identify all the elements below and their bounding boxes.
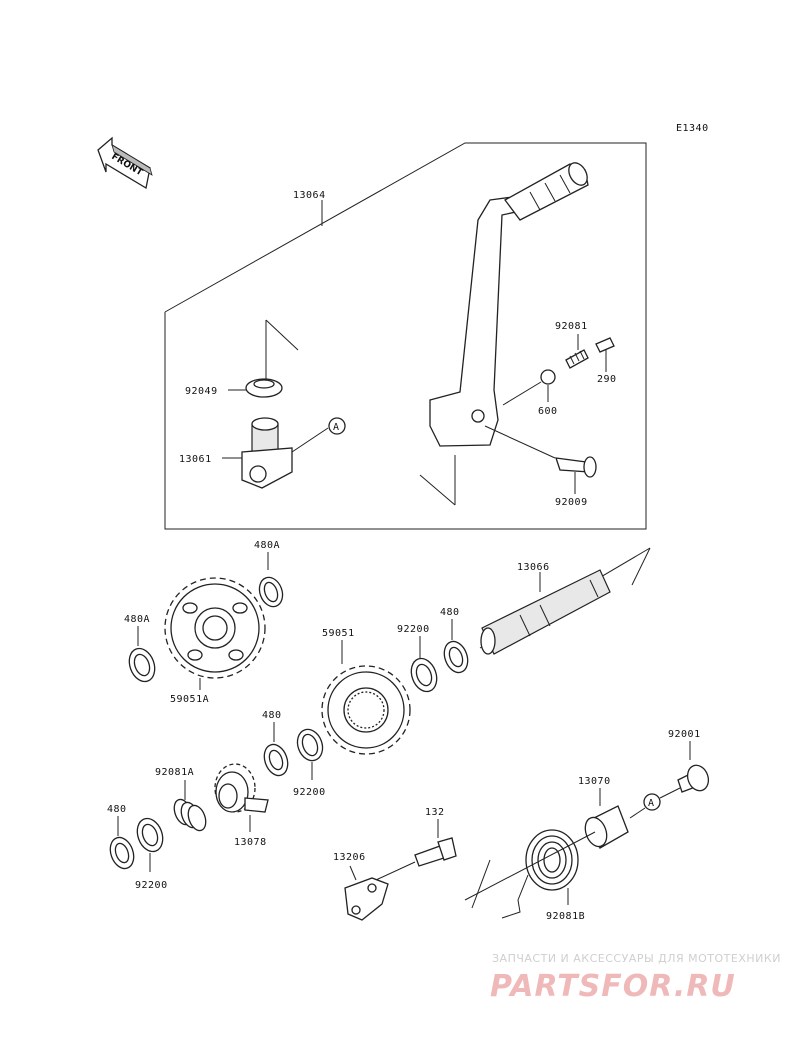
callout-a-bottom: A <box>648 798 655 809</box>
spring-92081a: 92081A <box>155 767 207 832</box>
label-13064: 13064 <box>293 190 326 201</box>
watermark: ЗАПЧАСТИ И АКСЕССУАРЫ ДЛЯ МОТОТЕХНИКИ PA… <box>490 952 781 1004</box>
kick-shaft-13066: 13066 <box>479 547 651 655</box>
washer-92200-left: 92200 <box>135 817 168 891</box>
washer-92200-mid: 92200 <box>293 728 326 798</box>
label-480-left: 480 <box>107 804 127 815</box>
guide-13206: 13206 <box>333 852 389 921</box>
label-92200-left: 92200 <box>135 880 168 891</box>
gear-59051a: 59051A <box>164 577 266 705</box>
label-480-top: 480 <box>440 607 460 618</box>
washer-92200-top: 92200 <box>397 624 438 693</box>
washer-480a-top: 480A <box>254 540 284 608</box>
label-13066: 13066 <box>517 562 550 573</box>
label-92081b: 92081B <box>546 911 585 922</box>
collar-13070: 13070 A <box>578 776 681 849</box>
label-600: 600 <box>538 406 558 417</box>
label-92001: 92001 <box>668 729 701 740</box>
washer-480a-left: 480A <box>124 614 156 683</box>
label-92200-mid: 92200 <box>293 787 326 798</box>
washer-480-mid: 480 <box>262 710 289 777</box>
gear-59051: 59051 <box>321 628 411 755</box>
kick-pedal-assembly-box: 13064 <box>164 142 647 530</box>
label-59051: 59051 <box>322 628 355 639</box>
label-13078: 13078 <box>234 837 267 848</box>
label-13070: 13070 <box>578 776 611 787</box>
label-290: 290 <box>597 374 617 385</box>
washer-480-left: 480 <box>107 804 135 870</box>
bolt-92001: 92001 <box>668 729 710 793</box>
label-132: 132 <box>425 807 445 818</box>
label-13061: 13061 <box>179 454 212 465</box>
bushing-92049: 92049 <box>185 319 299 398</box>
kick-boss-13061: 13061 A <box>179 417 346 489</box>
front-arrow-icon: FRONT <box>97 136 153 190</box>
ratchet-13078: 13078 <box>214 763 269 848</box>
label-59051a: 59051A <box>170 694 209 705</box>
callout-a-top: A <box>333 422 340 433</box>
small-parts-group: 92081 290 600 92009 <box>484 321 617 508</box>
label-92081a: 92081A <box>155 767 194 778</box>
label-92200-top: 92200 <box>397 624 430 635</box>
spring-92081b: 92081B <box>464 829 596 922</box>
diagram-code: E1340 <box>676 123 709 134</box>
label-92049: 92049 <box>185 386 218 397</box>
kick-pedal-lever <box>419 162 589 506</box>
label-92081: 92081 <box>555 321 588 332</box>
label-480a-left: 480A <box>124 614 150 625</box>
watermark-brand: PARTSFOR.RU <box>490 969 736 1004</box>
bolt-132: 132 <box>364 807 457 886</box>
washer-480-top: 480 <box>440 607 469 674</box>
label-480a-top: 480A <box>254 540 280 551</box>
watermark-tagline: ЗАПЧАСТИ И АКСЕССУАРЫ ДЛЯ МОТОТЕХНИКИ <box>492 952 781 965</box>
label-13206: 13206 <box>333 852 366 863</box>
label-92009: 92009 <box>555 497 588 508</box>
label-480-mid: 480 <box>262 710 282 721</box>
